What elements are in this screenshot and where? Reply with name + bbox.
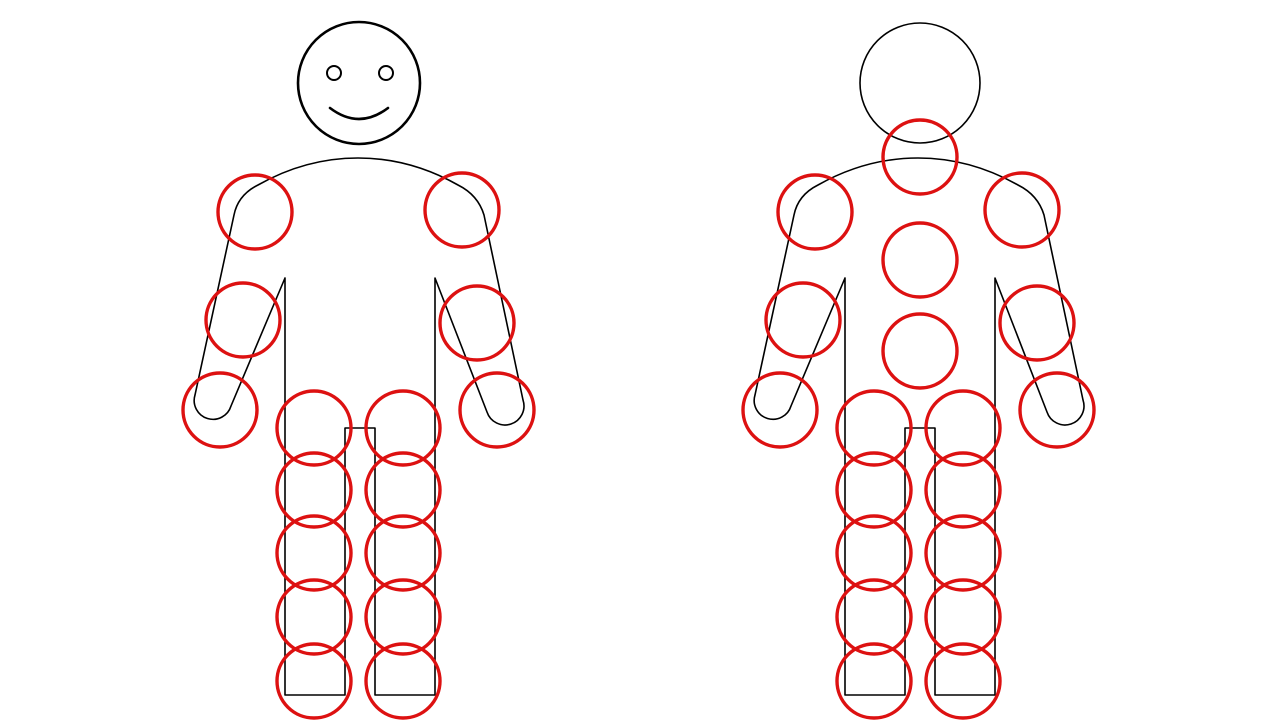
- left-eye: [326, 65, 342, 81]
- back-figure: [753, 22, 1085, 696]
- back-markers: [741, 118, 1096, 720]
- front-marker-right-leg-5: [364, 642, 442, 720]
- front-marker-left-hand: [181, 371, 259, 449]
- front-marker-right-leg-2: [364, 451, 442, 529]
- back-marker-upper-back: [881, 221, 959, 299]
- front-marker-right-hand: [458, 371, 536, 449]
- front-marker-left-leg-4: [275, 578, 353, 656]
- front-marker-right-leg-4: [364, 578, 442, 656]
- front-body-outline: [193, 157, 525, 696]
- back-marker-left-leg-5: [835, 642, 913, 720]
- front-marker-left-shoulder: [216, 173, 294, 251]
- back-marker-left-upper-arm: [764, 281, 842, 359]
- right-eye: [378, 65, 394, 81]
- front-marker-left-leg-5: [275, 642, 353, 720]
- back-marker-right-leg-1: [924, 389, 1002, 467]
- back-marker-left-shoulder: [776, 173, 854, 251]
- front-head: [296, 20, 422, 146]
- front-markers: [181, 171, 536, 720]
- head-outline: [296, 20, 422, 146]
- front-marker-right-shoulder: [423, 171, 501, 249]
- front-marker-left-upper-arm: [204, 281, 282, 359]
- back-marker-left-hand: [741, 371, 819, 449]
- back-marker-right-leg-4: [924, 578, 1002, 656]
- back-marker-right-upper-arm: [998, 284, 1076, 362]
- back-marker-left-leg-4: [835, 578, 913, 656]
- front-figure: [193, 20, 525, 696]
- back-marker-right-hand: [1018, 371, 1096, 449]
- back-marker-left-leg-1: [835, 389, 913, 467]
- back-marker-right-leg-2: [924, 451, 1002, 529]
- back-marker-left-leg-3: [835, 514, 913, 592]
- front-marker-left-leg-1: [275, 389, 353, 467]
- back-marker-left-leg-2: [835, 451, 913, 529]
- back-body-outline: [753, 157, 1085, 696]
- back-marker-neck: [881, 118, 959, 196]
- back-marker-right-shoulder: [983, 171, 1061, 249]
- smile-mouth: [328, 106, 390, 121]
- back-marker-lower-back: [881, 312, 959, 390]
- front-marker-right-upper-arm: [438, 284, 516, 362]
- front-marker-left-leg-2: [275, 451, 353, 529]
- back-marker-right-leg-5: [924, 642, 1002, 720]
- front-marker-left-leg-3: [275, 514, 353, 592]
- front-marker-right-leg-3: [364, 514, 442, 592]
- back-head-outline: [859, 22, 981, 144]
- back-marker-right-leg-3: [924, 514, 1002, 592]
- front-marker-right-leg-1: [364, 389, 442, 467]
